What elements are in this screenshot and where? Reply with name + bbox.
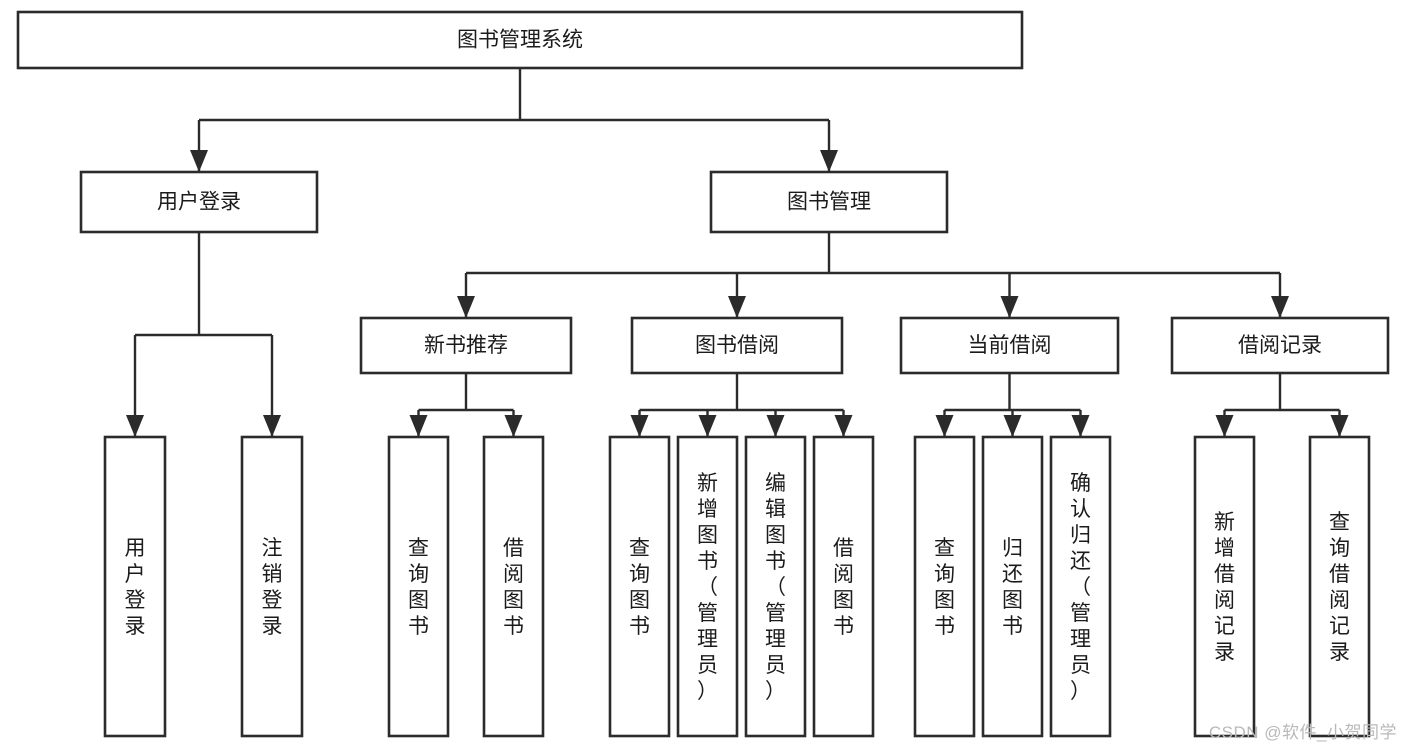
node-l2-用户登录[interactable]: 用户登录 bbox=[79, 170, 319, 234]
arrow-head-icon bbox=[728, 296, 746, 318]
arrow-head-icon bbox=[935, 415, 954, 437]
node-label: 查询图书 bbox=[629, 537, 650, 638]
node-leaf-注销登录[interactable]: 注销登录 bbox=[240, 435, 304, 738]
node-leaf-归还图书[interactable]: 归还图书 bbox=[981, 435, 1044, 738]
node-layer: 图书管理系统用户登录图书管理新书推荐图书借阅当前借阅借阅记录用户登录注销登录查询… bbox=[16, 10, 1390, 738]
arrow-head-icon bbox=[504, 415, 523, 437]
node-leaf-编辑图书管理员[interactable]: 编辑图书（管理员） bbox=[744, 435, 807, 738]
node-label: 查询借阅记录 bbox=[1329, 511, 1350, 664]
node-label: 新增图书（管理员） bbox=[697, 472, 718, 703]
arrow-head-icon bbox=[1071, 415, 1090, 437]
node-box[interactable] bbox=[482, 435, 545, 738]
node-box[interactable] bbox=[812, 435, 875, 738]
node-label: 查询图书 bbox=[934, 537, 955, 638]
node-label: 归还图书 bbox=[1002, 537, 1023, 638]
arrow-head-icon bbox=[1271, 296, 1289, 318]
node-leaf-查询图书[interactable]: 查询图书 bbox=[913, 435, 976, 738]
node-l3-新书推荐[interactable]: 新书推荐 bbox=[359, 316, 573, 375]
watermark-text: CSDN @软件_小贺同学 bbox=[1208, 723, 1397, 742]
node-leaf-查询图书[interactable]: 查询图书 bbox=[608, 435, 671, 738]
arrow-head-icon bbox=[1215, 415, 1234, 437]
arrow-head-icon bbox=[698, 415, 717, 437]
node-label: 借阅记录 bbox=[1238, 334, 1322, 357]
arrow-head-icon bbox=[1003, 415, 1022, 437]
arrow-head-icon bbox=[126, 415, 144, 437]
node-label: 注销登录 bbox=[262, 537, 283, 638]
node-label: 图书管理系统 bbox=[457, 29, 583, 52]
node-label: 用户登录 bbox=[157, 191, 241, 214]
node-leaf-新增图书管理员[interactable]: 新增图书（管理员） bbox=[676, 435, 739, 738]
node-box[interactable] bbox=[676, 435, 739, 738]
node-box[interactable] bbox=[981, 435, 1044, 738]
node-leaf-查询借阅记录[interactable]: 查询借阅记录 bbox=[1308, 435, 1371, 738]
node-box[interactable] bbox=[79, 170, 319, 234]
node-box[interactable] bbox=[359, 316, 573, 375]
node-root-图书管理系统[interactable]: 图书管理系统 bbox=[16, 10, 1024, 70]
node-label: 图书借阅 bbox=[695, 334, 779, 357]
node-label: 编辑图书（管理员） bbox=[765, 472, 786, 703]
arrow-head-icon bbox=[766, 415, 785, 437]
node-leaf-查询图书[interactable]: 查询图书 bbox=[387, 435, 450, 738]
node-label: 图书管理 bbox=[787, 191, 871, 214]
node-leaf-借阅图书[interactable]: 借阅图书 bbox=[482, 435, 545, 738]
node-label: 用户登录 bbox=[125, 537, 146, 638]
node-box[interactable] bbox=[608, 435, 671, 738]
arrow-head-icon bbox=[1330, 415, 1349, 437]
node-label: 新增借阅记录 bbox=[1214, 511, 1235, 664]
node-label: 新书推荐 bbox=[424, 334, 508, 357]
node-box[interactable] bbox=[1308, 435, 1371, 738]
arrow-head-icon bbox=[820, 150, 838, 172]
arrow-head-icon bbox=[190, 150, 208, 172]
node-label: 查询图书 bbox=[408, 537, 429, 638]
node-box[interactable] bbox=[744, 435, 807, 738]
arrow-head-icon bbox=[409, 415, 428, 437]
node-label: 当前借阅 bbox=[968, 334, 1052, 357]
arrow-head-icon bbox=[263, 415, 281, 437]
node-leaf-借阅图书[interactable]: 借阅图书 bbox=[812, 435, 875, 738]
node-label: 借阅图书 bbox=[503, 537, 524, 638]
node-box[interactable] bbox=[16, 10, 1024, 70]
node-box[interactable] bbox=[913, 435, 976, 738]
node-leaf-确认归还管理员[interactable]: 确认归还（管理员） bbox=[1049, 435, 1112, 738]
node-leaf-新增借阅记录[interactable]: 新增借阅记录 bbox=[1193, 435, 1256, 738]
arrow-head-icon bbox=[834, 415, 853, 437]
node-l2-图书管理[interactable]: 图书管理 bbox=[709, 170, 949, 234]
node-box[interactable] bbox=[103, 435, 167, 738]
arrow-head-icon bbox=[630, 415, 649, 437]
node-label: 确认归还（管理员） bbox=[1070, 472, 1091, 703]
node-box[interactable] bbox=[240, 435, 304, 738]
node-box[interactable] bbox=[1170, 316, 1390, 375]
node-box[interactable] bbox=[1193, 435, 1256, 738]
node-box[interactable] bbox=[630, 316, 844, 375]
node-leaf-用户登录[interactable]: 用户登录 bbox=[103, 435, 167, 738]
node-box[interactable] bbox=[387, 435, 450, 738]
node-box[interactable] bbox=[709, 170, 949, 234]
arrow-head-icon bbox=[1000, 296, 1019, 318]
node-label: 借阅图书 bbox=[833, 537, 854, 638]
node-l3-当前借阅[interactable]: 当前借阅 bbox=[899, 316, 1120, 375]
connector-layer bbox=[126, 68, 1349, 437]
node-l3-图书借阅[interactable]: 图书借阅 bbox=[630, 316, 844, 375]
node-box[interactable] bbox=[899, 316, 1120, 375]
arrow-head-icon bbox=[457, 296, 475, 318]
node-box[interactable] bbox=[1049, 435, 1112, 738]
node-l3-借阅记录[interactable]: 借阅记录 bbox=[1170, 316, 1390, 375]
